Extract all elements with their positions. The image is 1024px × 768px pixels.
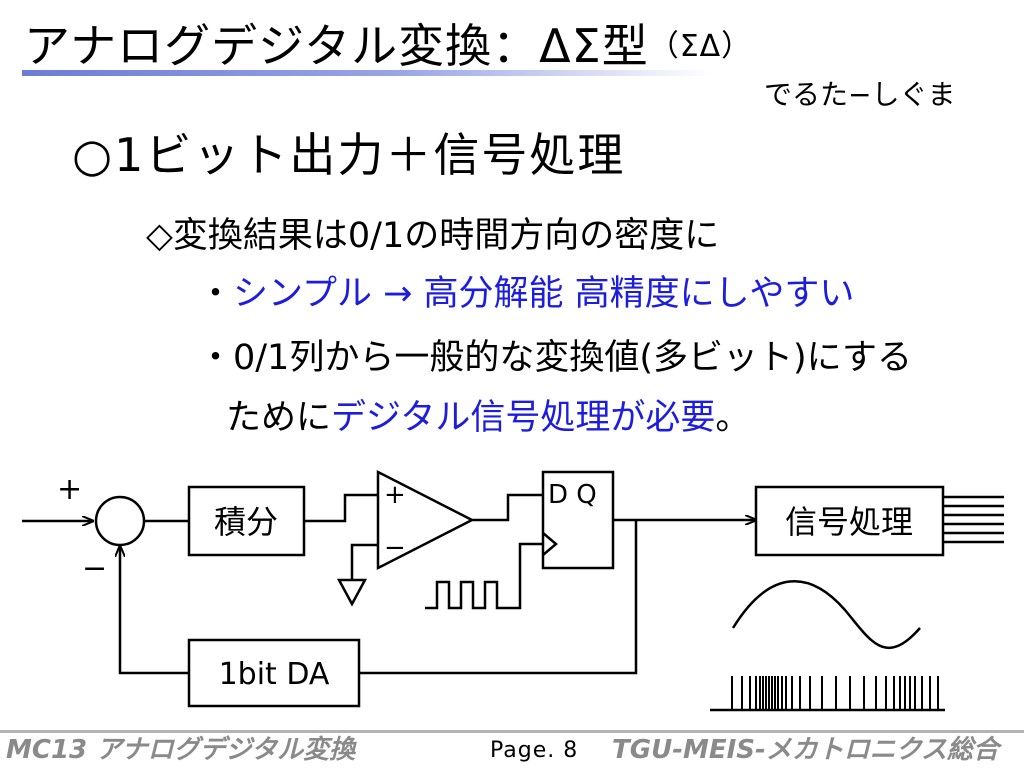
body-line-4-highlight: デジタル信号処理が必要 [331,398,716,438]
feedback-wire-top [359,520,638,675]
body-line-2: ・シンプル → 高分解能 高精度にしやすい [198,272,854,316]
comparator-plus-label: + [384,480,406,510]
integrator-label: 積分 [214,503,278,541]
body-line-4-suffix: 。 [715,398,751,438]
plus-label: + [57,472,82,507]
body-line-3: ・0/1列から一般的な変換値(多ビット)にする [198,338,912,378]
footer-course: MC13 アナログデジタル変換 [6,735,356,765]
slide-title-text: アナログデジタル変換：ΔΣ型 [24,19,649,73]
slide-title: アナログデジタル変換：ΔΣ型（ΣΔ） [24,18,752,75]
sine-wave-icon [731,580,921,650]
minus-label: − [82,551,107,586]
title-reading: でるた−しぐま [764,78,956,111]
delta-sigma-block-diagram: + − 積分 + − D Q 信号処理 1bit DA [22,469,1004,712]
dsp-block [754,485,945,557]
integrator-to-comparator-wire [304,493,378,523]
comparator-minus-label: − [384,533,406,563]
footer [0,728,1024,768]
footer-page-number: Page. 8 [490,738,579,763]
body-line-4-prefix: ために [226,398,332,438]
comparator [376,469,475,571]
dsp-label: 信号処理 [785,503,913,541]
section-heading: ○1ビット出力＋信号処理 [72,128,626,182]
comparator-ground-wire [350,543,378,580]
title-underline [22,70,712,76]
footer-org: TGU-MEIS-メカトロニクス総合 [612,735,1000,765]
body-line-1: ◇変換結果は0/1の時間方向の密度に [146,216,720,256]
pulse-density-bars [731,676,939,710]
ground-symbol [336,578,368,607]
slide-title-paren: （ΣΔ） [648,29,753,64]
feedback-arrow [120,546,189,675]
footer-rule [0,730,1024,733]
dac-label: 1bit DA [219,657,330,692]
clock-waveform [425,542,543,610]
comparator-to-ff-wire [472,493,543,522]
output-bus [943,495,1004,544]
bullet: ・ [198,274,234,314]
body-line-4: ためにデジタル信号処理が必要。 [226,396,750,440]
body-line-2-highlight: シンプル → 高分解能 高精度にしやすい [233,274,855,314]
ff-dq-label: D Q [548,480,597,510]
summing-junction [94,495,146,547]
clock-input-symbol [542,532,558,556]
